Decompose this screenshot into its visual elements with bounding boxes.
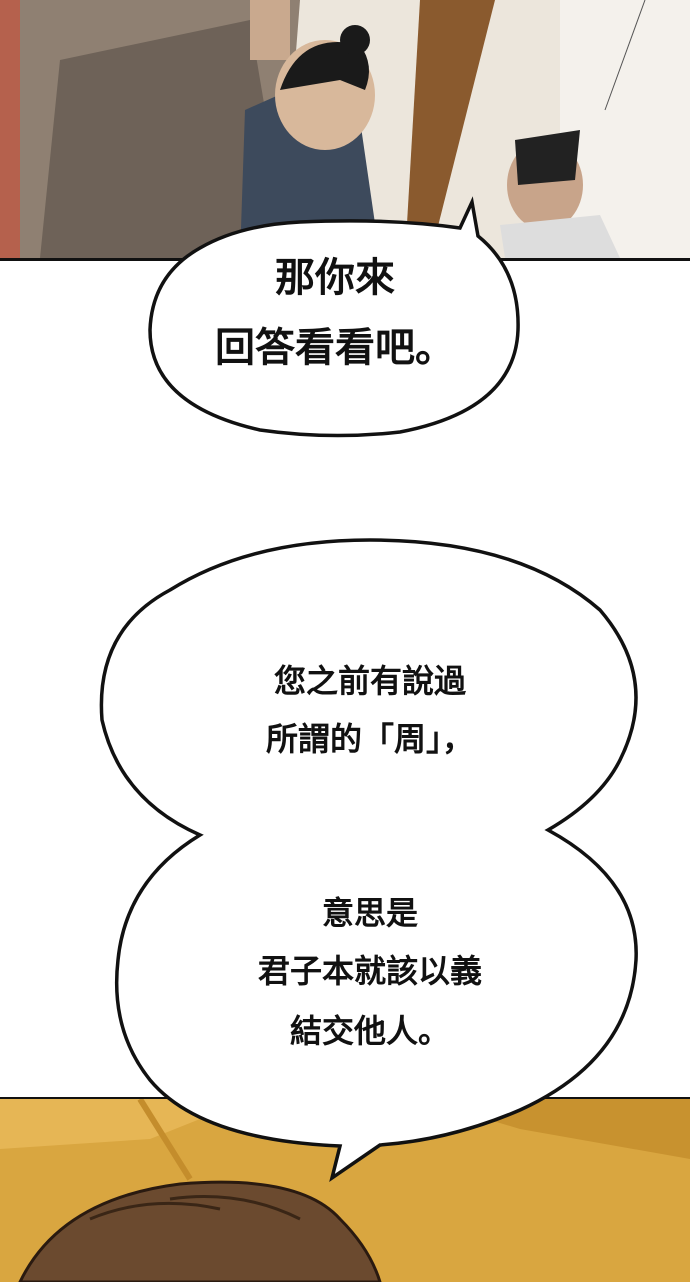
bubble-1-line-2: 回答看看吧。 <box>215 325 455 371</box>
bubble-2-line-5: 結交他人。 <box>289 1012 450 1050</box>
speech-bubble-2 <box>99 538 638 1183</box>
speech-bubble-1 <box>148 196 520 438</box>
bubble-2-line-4: 君子本就該以義 <box>257 952 482 990</box>
bubble-2-line-2: 所謂的「周」， <box>265 720 474 758</box>
bubble-1-line-1: 那你來 <box>275 255 395 301</box>
bottom-comic-panel <box>0 1097 690 1282</box>
bubble-2-line-1: 您之前有說過 <box>273 662 466 700</box>
top-comic-panel <box>0 0 690 261</box>
bubble-2-line-3: 意思是 <box>321 894 418 932</box>
top-panel-illustration <box>0 0 690 258</box>
bottom-panel-illustration <box>0 1099 690 1282</box>
